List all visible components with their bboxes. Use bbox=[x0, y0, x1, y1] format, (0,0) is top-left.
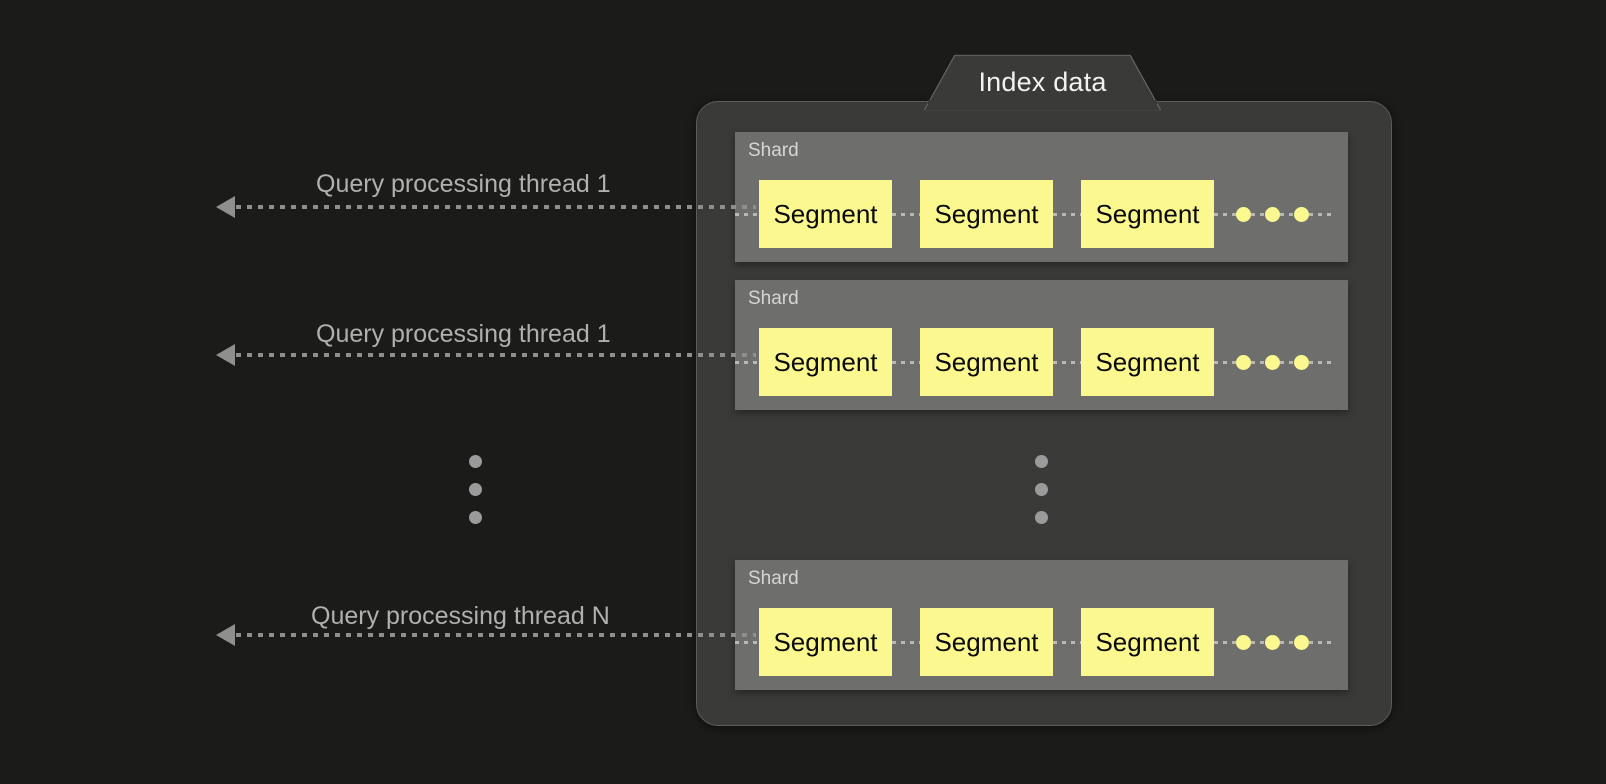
thread-label: Query processing thread N bbox=[311, 602, 610, 630]
index-data-title: Index data bbox=[978, 67, 1107, 97]
connector-line bbox=[892, 640, 920, 644]
shard-segment-track: Segment Segment Segment bbox=[735, 180, 1348, 248]
shard-label: Shard bbox=[748, 288, 799, 309]
more-segments-dot bbox=[1265, 206, 1280, 222]
connector-line bbox=[1309, 212, 1333, 216]
connector-line bbox=[892, 212, 920, 216]
more-segments-dot bbox=[1294, 354, 1309, 370]
connector-line bbox=[1214, 640, 1236, 644]
connector-line bbox=[735, 212, 759, 216]
shard-label: Shard bbox=[748, 140, 799, 161]
arrow-left-icon bbox=[216, 344, 235, 366]
arrow-left-icon bbox=[216, 624, 235, 646]
connector-line bbox=[1214, 360, 1236, 364]
segment-box: Segment bbox=[759, 328, 892, 396]
segment-box: Segment bbox=[920, 608, 1053, 676]
more-segments-dot bbox=[1294, 206, 1309, 222]
segment-box: Segment bbox=[1081, 180, 1214, 248]
ellipsis-dot bbox=[1035, 455, 1048, 468]
shard-segment-track: Segment Segment Segment bbox=[735, 328, 1348, 396]
segment-box: Segment bbox=[1081, 328, 1214, 396]
more-segments-dot bbox=[1236, 354, 1251, 370]
shard-row: Shard Segment Segment Segment bbox=[735, 132, 1348, 262]
connector-line bbox=[1053, 212, 1081, 216]
shard-label: Shard bbox=[748, 568, 799, 589]
connector-line bbox=[1309, 360, 1333, 364]
segment-box: Segment bbox=[759, 180, 892, 248]
connector-line bbox=[1251, 212, 1265, 216]
connector-line bbox=[735, 640, 759, 644]
connector-line bbox=[1309, 640, 1333, 644]
shards-ellipsis-icon bbox=[1035, 455, 1048, 524]
ellipsis-dot bbox=[1035, 483, 1048, 496]
segment-box: Segment bbox=[759, 608, 892, 676]
connector-line bbox=[735, 360, 759, 364]
segment-box: Segment bbox=[1081, 608, 1214, 676]
connector-line bbox=[1214, 212, 1236, 216]
connector-line bbox=[1053, 640, 1081, 644]
shard-segment-track: Segment Segment Segment bbox=[735, 608, 1348, 676]
ellipsis-dot bbox=[1035, 511, 1048, 524]
connector-line bbox=[1280, 212, 1294, 216]
ellipsis-dot bbox=[469, 455, 482, 468]
connector-line bbox=[1251, 360, 1265, 364]
ellipsis-dot bbox=[469, 511, 482, 524]
more-segments-dot bbox=[1236, 634, 1251, 650]
thread-arrow bbox=[216, 624, 756, 646]
thread-arrow bbox=[216, 344, 756, 366]
connector-line bbox=[1280, 360, 1294, 364]
connector-line bbox=[892, 360, 920, 364]
thread-arrow bbox=[216, 196, 756, 218]
arrow-dotted-line bbox=[236, 353, 756, 357]
connector-line bbox=[1053, 360, 1081, 364]
arrow-left-icon bbox=[216, 196, 235, 218]
segment-box: Segment bbox=[920, 328, 1053, 396]
connector-line bbox=[1280, 640, 1294, 644]
index-data-tab-seam bbox=[928, 100, 1157, 106]
ellipsis-dot bbox=[469, 483, 482, 496]
thread-label: Query processing thread 1 bbox=[316, 320, 611, 348]
thread-label: Query processing thread 1 bbox=[316, 170, 611, 198]
arrow-dotted-line bbox=[236, 633, 756, 637]
arrow-dotted-line bbox=[236, 205, 756, 209]
more-segments-dot bbox=[1265, 354, 1280, 370]
shard-row: Shard Segment Segment Segment bbox=[735, 280, 1348, 410]
threads-ellipsis-icon bbox=[469, 455, 482, 524]
connector-line bbox=[1251, 640, 1265, 644]
segment-box: Segment bbox=[920, 180, 1053, 248]
more-segments-dot bbox=[1294, 634, 1309, 650]
more-segments-dot bbox=[1236, 206, 1251, 222]
more-segments-dot bbox=[1265, 634, 1280, 650]
shard-row: Shard Segment Segment Segment bbox=[735, 560, 1348, 690]
